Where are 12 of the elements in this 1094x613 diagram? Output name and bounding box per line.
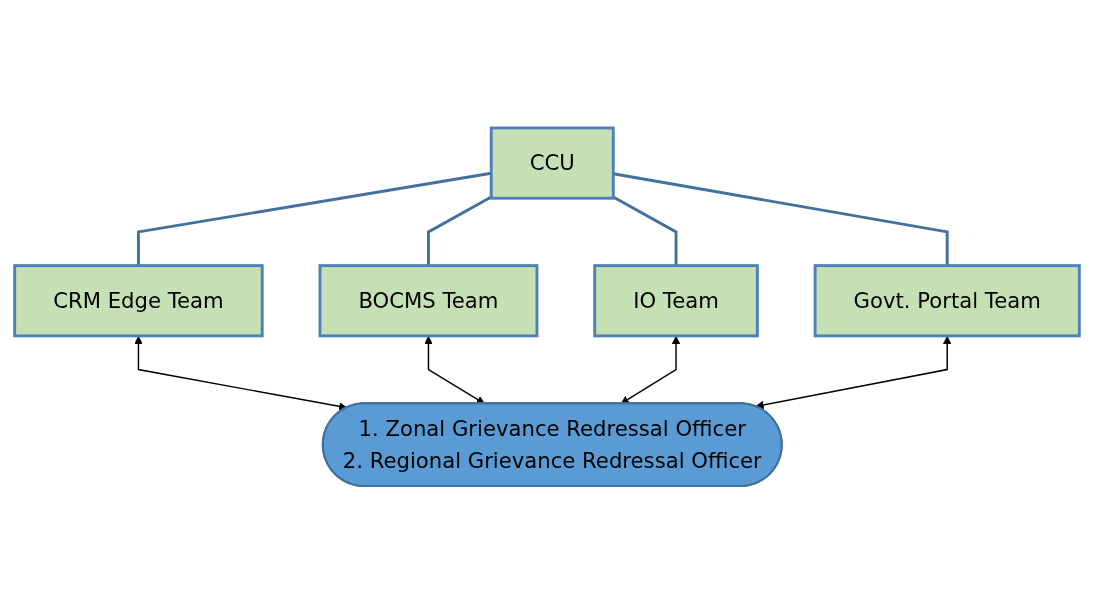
- arrow: [755, 335, 952, 409]
- arrow: [620, 335, 681, 404]
- node-box: IO Team: [593, 263, 759, 337]
- node-box: BOCMS Team: [318, 263, 539, 337]
- node-box: Govt. Portal Team: [813, 263, 1081, 337]
- connector: [427, 195, 492, 266]
- node-box: CCU: [489, 126, 615, 200]
- arrow: [424, 335, 485, 404]
- node-box: CRM Edge Team: [13, 263, 264, 337]
- connector: [137, 171, 492, 266]
- connector: [612, 195, 678, 266]
- connector: [613, 171, 949, 266]
